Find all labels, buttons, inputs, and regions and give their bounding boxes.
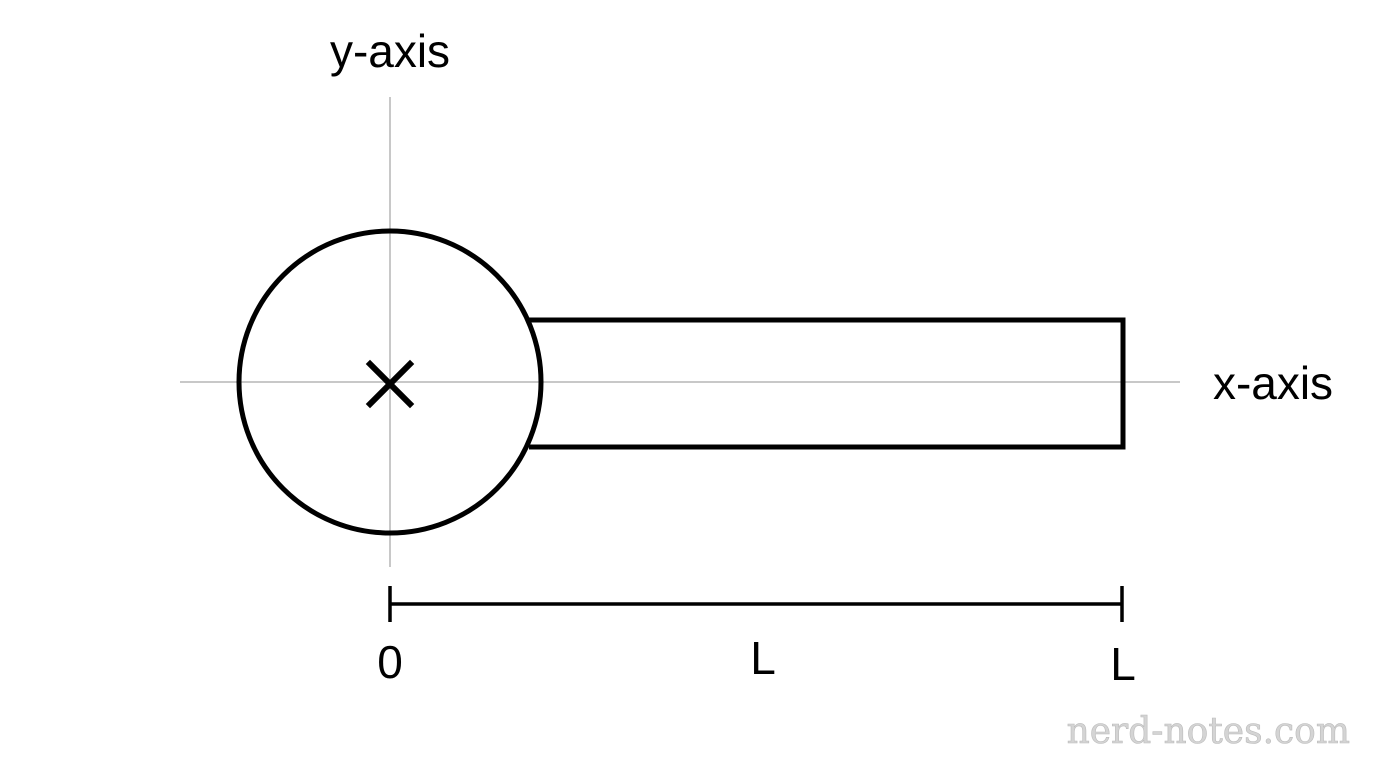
y-axis-label: y-axis	[330, 25, 450, 77]
origin-label: 0	[377, 636, 403, 688]
dimension-label: L	[750, 632, 776, 684]
dimension-line	[388, 586, 1124, 622]
disk-circle	[236, 228, 544, 536]
end-label: L	[1110, 638, 1136, 690]
x-mark-icon	[365, 359, 415, 409]
x-axis-label: x-axis	[1213, 357, 1333, 409]
watermark: nerd-notes.com	[1067, 711, 1350, 752]
rod-rectangle	[529, 317, 1126, 450]
